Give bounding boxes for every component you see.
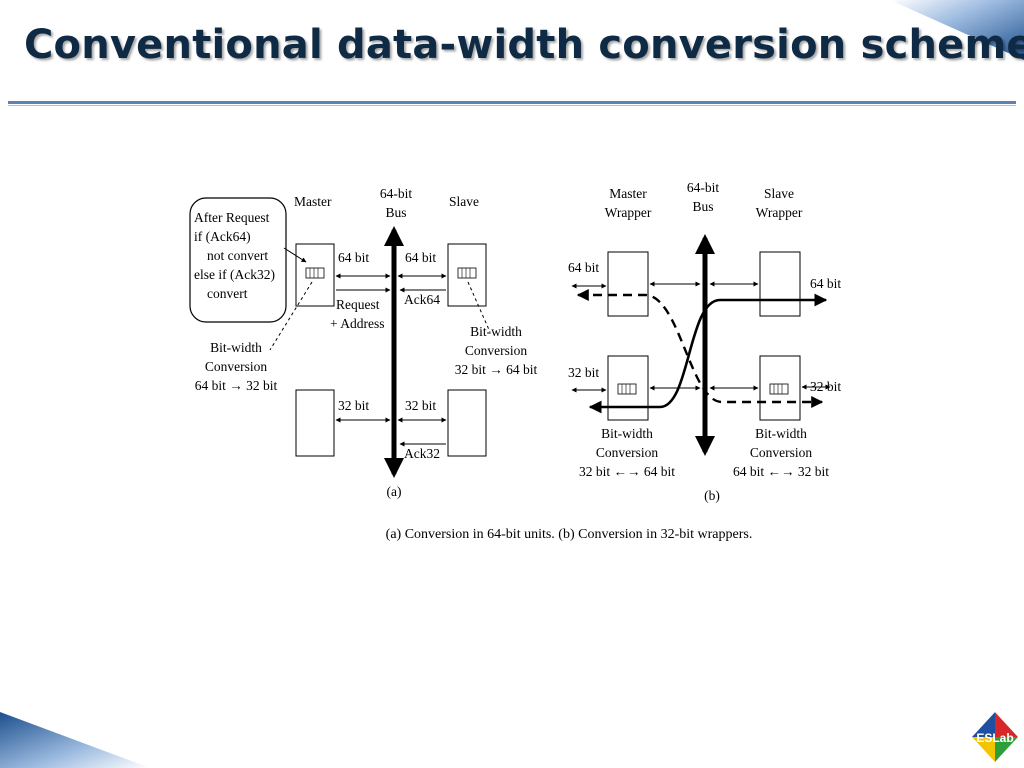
conv-label: Conversion — [596, 445, 658, 460]
conv-label: Conversion — [205, 359, 267, 374]
figure-a: After Request if (Ack64) not convert els… — [189, 186, 538, 499]
conv-label: 32 bit ←→ 64 bit — [579, 464, 675, 479]
callout-line: not convert — [207, 248, 268, 263]
bus-label: 64-bit — [687, 180, 719, 195]
dashed-data-path — [576, 289, 824, 408]
master-wrapper-label: Master — [609, 186, 647, 201]
panel-label: (a) — [387, 484, 402, 499]
logo-text: ESLab — [976, 731, 1013, 745]
callout-line: convert — [207, 286, 248, 301]
panel-label: (b) — [704, 488, 720, 503]
width-label: 32 bit — [568, 365, 599, 380]
width-label: 32 bit — [338, 398, 369, 413]
title-divider-shadow — [8, 105, 1016, 106]
slave-32bit-box — [447, 389, 487, 457]
callout-pointer — [283, 247, 307, 263]
conv-label: Conversion — [750, 445, 812, 460]
slave-wrapper-top-box — [759, 251, 801, 317]
figure-b: Master Wrapper 64-bit Bus Slave Wrapper — [568, 180, 841, 503]
callout-box — [189, 197, 287, 323]
converter-icon — [617, 383, 637, 395]
master-32bit-box — [295, 389, 335, 457]
converter-icon — [457, 267, 477, 279]
callout-line: if (Ack64) — [194, 229, 251, 244]
slave-wrapper-label: Slave — [764, 186, 794, 201]
conv-label: Bit-width — [755, 426, 807, 441]
slide-title: Conventional data-width conversion schem… — [24, 22, 1024, 68]
conv-label: Conversion — [465, 343, 527, 358]
width-label: 64 bit — [810, 276, 841, 291]
slave-wrapper-label: Wrapper — [756, 205, 803, 220]
conv-label: Bit-width — [601, 426, 653, 441]
conv-label: 32 bit → 64 bit — [455, 362, 538, 377]
width-label: 64 bit — [338, 250, 369, 265]
conv-label: Bit-width — [210, 340, 262, 355]
title-divider — [8, 101, 1016, 104]
master-label: Master — [294, 194, 332, 209]
leader-line — [269, 281, 313, 351]
width-label: 64 bit — [568, 260, 599, 275]
width-label: 32 bit — [405, 398, 436, 413]
width-label: 64 bit — [405, 250, 436, 265]
converter-icon — [769, 383, 789, 395]
ack64-label: Ack64 — [404, 292, 440, 307]
request-label: Request — [336, 297, 380, 312]
converter-icon — [305, 267, 325, 279]
bus-label: Bus — [385, 205, 406, 220]
conv-label: 64 bit → 32 bit — [195, 378, 278, 393]
bus-label: 64-bit — [380, 186, 412, 201]
master-wrapper-top-box — [607, 251, 649, 317]
request-label: + Address — [330, 316, 385, 331]
master-wrapper-label: Wrapper — [605, 205, 652, 220]
conv-label: Bit-width — [470, 324, 522, 339]
figure-caption: (a) Conversion in 64-bit units. (b) Conv… — [386, 527, 753, 542]
ack32-label: Ack32 — [404, 446, 440, 461]
callout-line: else if (Ack32) — [194, 267, 275, 282]
slave-label: Slave — [449, 194, 479, 209]
eslab-logo: ESLab — [969, 709, 1021, 765]
bus-label: Bus — [692, 199, 713, 214]
conv-label: 64 bit ←→ 32 bit — [733, 464, 829, 479]
callout-line: After Request — [194, 210, 270, 225]
